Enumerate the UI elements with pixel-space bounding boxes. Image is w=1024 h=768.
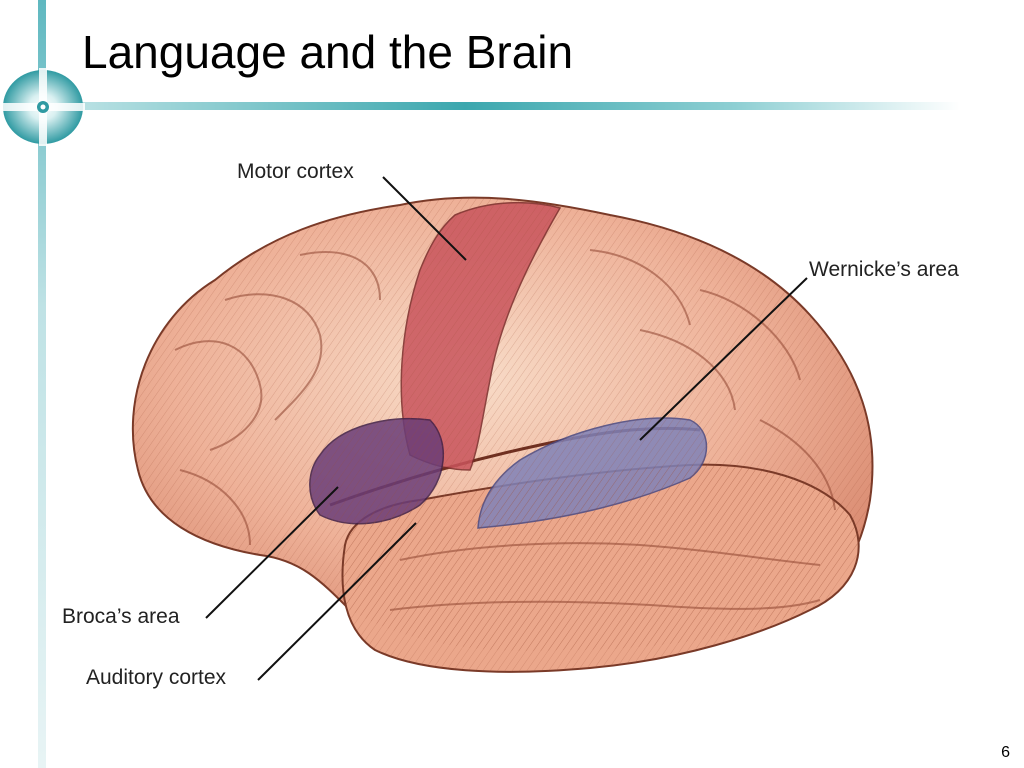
- decorative-vertical-stripe: [38, 0, 46, 768]
- brocas-area-label: Broca’s area: [62, 605, 180, 628]
- auditory-cortex-label: Auditory cortex: [86, 666, 227, 689]
- auditory-cortex-leader-line: [257, 522, 417, 681]
- wernickes-area-label: Wernicke’s area: [809, 258, 959, 281]
- wernickes-area-leader-line: [639, 277, 808, 441]
- brocas-area-leader-line: [205, 486, 339, 619]
- page-number: 6: [1001, 744, 1010, 761]
- crosshair-ornament-icon: [1, 68, 85, 146]
- motor-cortex-leader-line: [382, 176, 467, 261]
- slide-title: Language and the Brain: [82, 26, 574, 78]
- motor-cortex-label: Motor cortex: [237, 160, 354, 183]
- decorative-title-rule: [60, 102, 960, 110]
